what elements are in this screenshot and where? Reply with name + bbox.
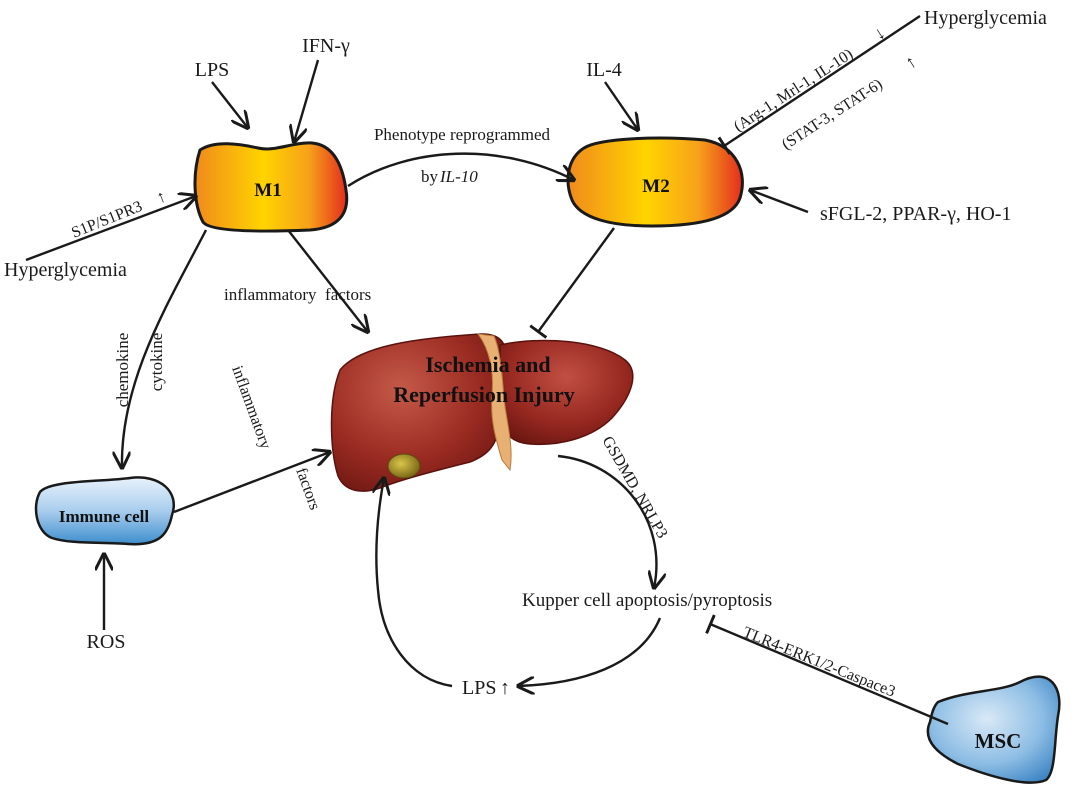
label-stat-arrow: ↑ xyxy=(901,51,919,73)
label-sfgl2: sFGL-2, PPAR-γ, HO-1 xyxy=(820,203,1011,225)
liver-label-line2: Reperfusion Injury xyxy=(393,382,575,407)
label-s1p-group: S1P/S1PR3 ↑ xyxy=(69,186,169,241)
immune-cell-label: Immune cell xyxy=(59,507,149,526)
immune-cell: Immune cell xyxy=(34,476,175,546)
label-il4: IL-4 xyxy=(586,59,622,81)
label-tlr4: TLR4-ERK1/2-Caspace3 xyxy=(741,624,898,701)
label-gsdmd: GSDMD, NRLP3 xyxy=(599,434,671,542)
arrow-sfgl2-to-m2 xyxy=(750,190,809,214)
arrow-hyperglycemia-to-m1 xyxy=(25,196,196,262)
label-phenotype-by: by xyxy=(421,167,439,186)
label-lps-bottom: LPS xyxy=(462,677,496,699)
arrow-ifn-to-m1 xyxy=(294,59,320,142)
label-ifn-gamma: IFN-γ xyxy=(302,35,350,57)
label-lps-bottom-arrow: ↑ xyxy=(500,677,510,699)
msc-label: MSC xyxy=(975,729,1022,753)
label-phenotype-il10: IL-10 xyxy=(439,167,478,186)
arrow-lps-to-m1 xyxy=(211,81,248,128)
label-hyperglycemia-left: Hyperglycemia xyxy=(4,259,127,281)
label-hyperglycemia-right: Hyperglycemia xyxy=(924,7,1047,29)
m1-macrophage: M1 xyxy=(193,141,349,233)
arrow-liver-to-kupper xyxy=(557,454,656,588)
m1-label: M1 xyxy=(254,180,281,201)
label-stat-group: (STAT-3, STAT-6) ↑ xyxy=(779,51,920,153)
liver-label-line1: Ischemia and xyxy=(425,352,550,377)
m2-macrophage: M2 xyxy=(566,136,744,228)
arrow-lps-to-liver xyxy=(376,478,453,688)
label-s1p-arrow: ↑ xyxy=(154,186,169,207)
label-kupper: Kupper cell apoptosis/pyroptosis xyxy=(522,590,772,611)
inhibit-msc-kupper xyxy=(705,614,949,726)
label-chemokine: chemokine xyxy=(113,333,132,408)
arrow-m1-to-m2 xyxy=(347,152,574,188)
inhibit-hyperglycemia-m2 xyxy=(717,14,921,155)
label-inflammatory-factors-top: inflammatory factors xyxy=(224,285,371,304)
label-cytokine: cytokine xyxy=(147,333,166,392)
arrow-m1-to-immune xyxy=(122,229,208,468)
label-phenotype-reprogrammed: Phenotype reprogrammed xyxy=(374,125,551,144)
label-arg1-group: (Arg-1, Mrl-1, IL-10) ↓ xyxy=(731,22,889,136)
arrow-il4-to-m2 xyxy=(604,81,638,130)
liver-illustration: Ischemia and Reperfusion Injury xyxy=(330,333,634,492)
msc-cell: MSC xyxy=(926,675,1061,784)
inhibit-m2-liver xyxy=(529,227,615,339)
label-inflammatory-vertical: inflammatory xyxy=(228,364,274,452)
arrow-m1-to-liver xyxy=(287,229,368,332)
arrow-immune-to-liver xyxy=(173,452,330,514)
arrow-kupper-to-lps xyxy=(518,617,662,686)
label-arg1-text: (Arg-1, Mrl-1, IL-10) xyxy=(731,46,856,136)
label-lps: LPS xyxy=(195,59,229,81)
label-ros: ROS xyxy=(87,631,126,653)
label-factors-vertical: factors xyxy=(292,466,323,513)
m2-label: M2 xyxy=(642,176,669,197)
label-arg1-arrow: ↓ xyxy=(870,22,888,44)
